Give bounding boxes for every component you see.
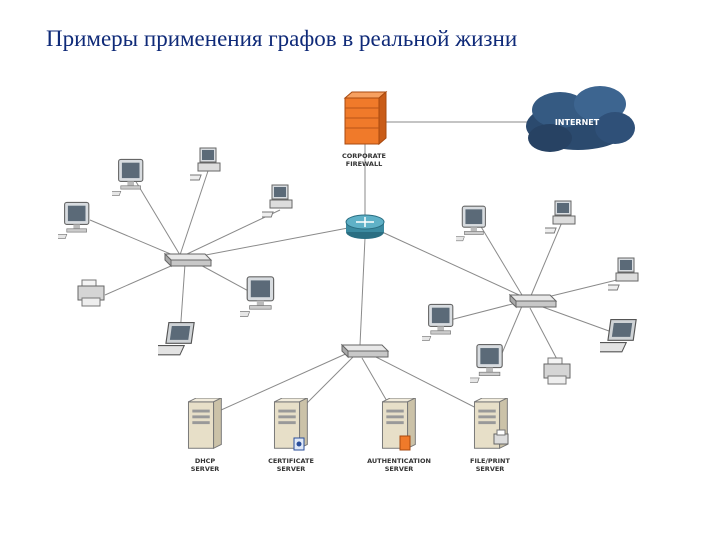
right-pc-1	[456, 205, 486, 242]
core-router	[345, 214, 385, 239]
server-label-line1: AUTHENTICATION	[367, 457, 431, 465]
server-label-line2: SERVER	[191, 465, 220, 473]
server-label-line2: SERVER	[385, 465, 414, 473]
right-printer	[543, 357, 571, 385]
server-label-line2: SERVER	[476, 465, 505, 473]
certificate-server: CERTIFICATE SERVER	[268, 398, 314, 473]
file-print-server: FILE/PRINT SERVER	[470, 398, 510, 473]
server-label-line1: FILE/PRINT	[470, 457, 510, 465]
right-laptop	[600, 319, 637, 353]
slide-title: Примеры применения графов в реальной жиз…	[46, 26, 518, 51]
right-workstation-1	[545, 200, 576, 234]
left-workstation-1	[190, 147, 221, 181]
right-pc-3	[470, 344, 503, 384]
corporate-firewall: CORPORATE FIREWALL	[342, 90, 388, 168]
server-label-line1: DHCP	[195, 457, 216, 465]
left-switch	[164, 253, 212, 267]
firewall-label-line2: FIREWALL	[346, 160, 383, 168]
left-pc-2	[58, 201, 90, 240]
left-pc-1	[112, 158, 144, 197]
dhcp-server: DHCP SERVER	[187, 398, 222, 473]
firewall-label-line1: CORPORATE	[342, 152, 386, 160]
internet-label: INTERNET	[555, 118, 600, 127]
server-label-line1: CERTIFICATE	[268, 457, 314, 465]
right-workstation-2	[608, 257, 639, 291]
left-laptop	[158, 322, 195, 356]
internet-cloud: INTERNET	[526, 86, 635, 152]
right-switch	[509, 294, 557, 308]
server-label-line2: SERVER	[277, 465, 306, 473]
left-workstation-2	[262, 184, 293, 218]
left-printer	[77, 279, 105, 307]
authentication-server: AUTHENTICATION SERVER	[367, 398, 431, 473]
server-switch	[341, 344, 389, 358]
right-pc-2	[422, 303, 454, 342]
